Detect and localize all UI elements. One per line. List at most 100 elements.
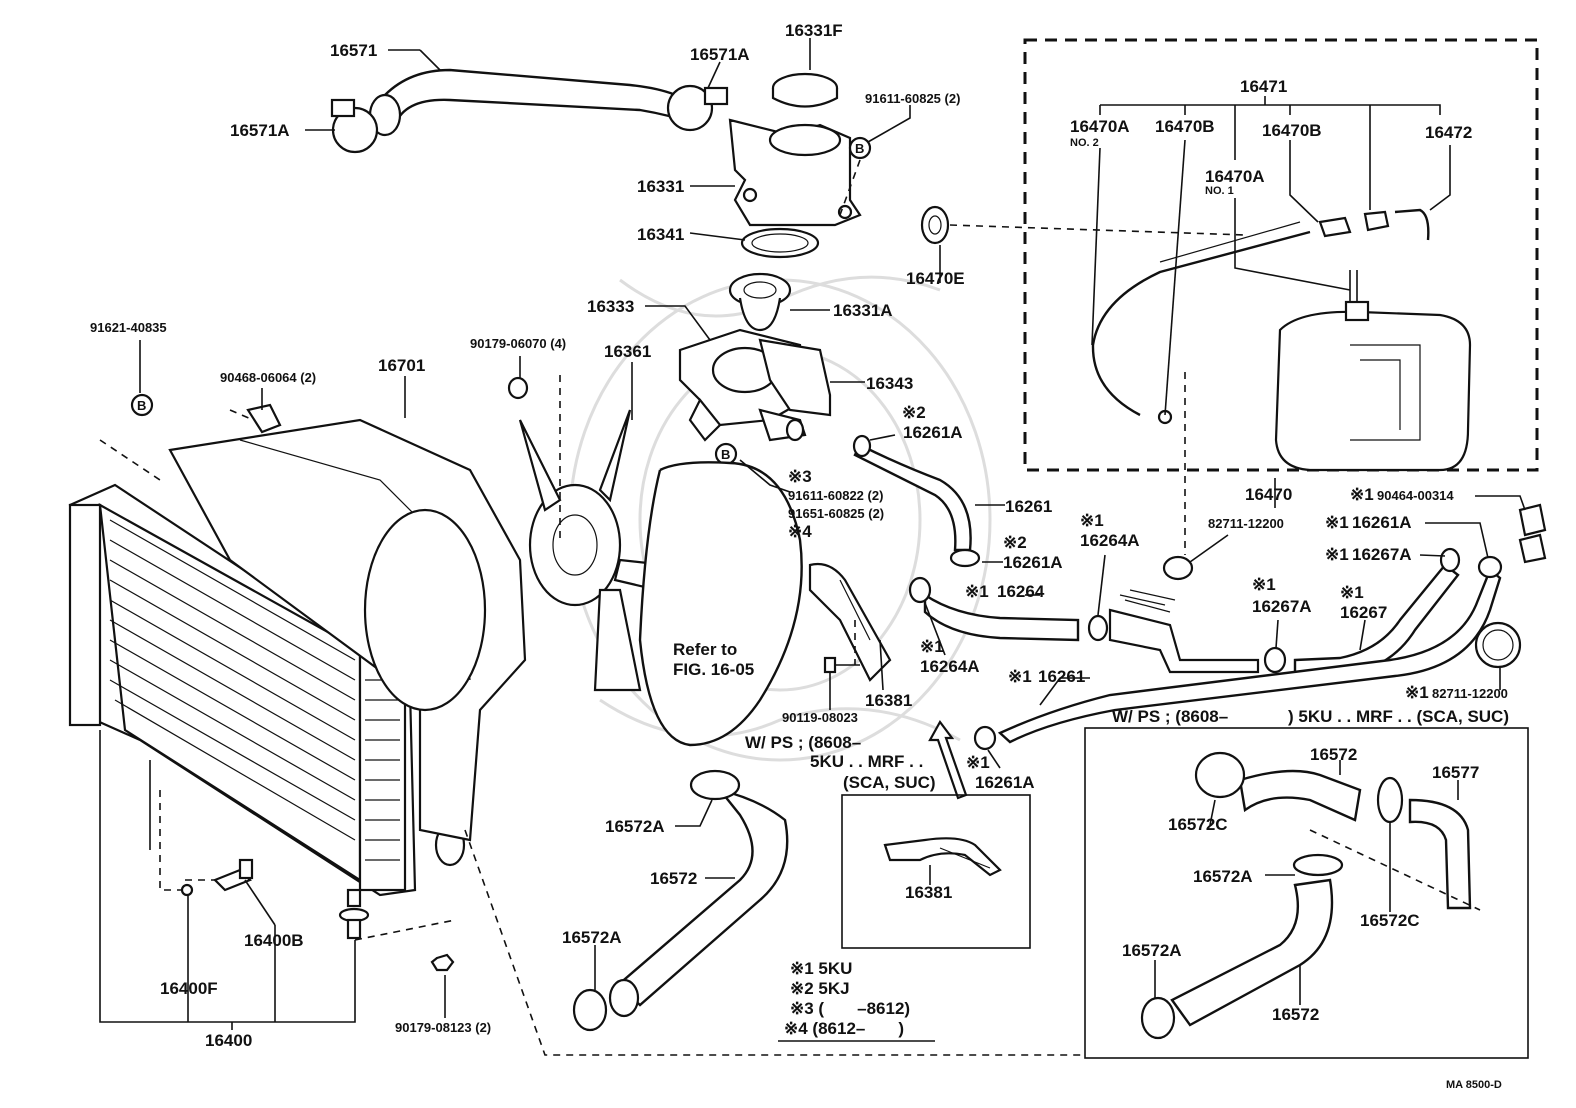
label-16470B-b: 16470B bbox=[1262, 121, 1322, 140]
label-16571A-left: 16571A bbox=[230, 121, 290, 140]
label-16261A-r: 16261A bbox=[1352, 513, 1412, 532]
label-16267A-m: 16267A bbox=[1252, 597, 1312, 616]
note-wps-mid-3: (SCA, SUC) bbox=[843, 773, 936, 792]
label-16470E: 16470E bbox=[906, 269, 965, 288]
water-outlet-16331 bbox=[728, 118, 862, 227]
label-16577: 16577 bbox=[1432, 763, 1479, 782]
label-16572-r1: 16572 bbox=[1310, 745, 1357, 764]
heater-pipe bbox=[1108, 589, 1260, 674]
label-82711-12200-b: 82711-12200 bbox=[1432, 686, 1508, 701]
label-16261-b: 16261 bbox=[1038, 667, 1085, 686]
note-wps-mid-1: W/ PS ; (8608– bbox=[745, 733, 861, 752]
label-16331F: 16331F bbox=[785, 21, 843, 40]
label-refer-to: Refer to bbox=[673, 640, 737, 659]
star-1-16267A-r: ※1 bbox=[1325, 545, 1349, 564]
inset-bracket-box bbox=[841, 794, 1031, 949]
label-16331: 16331 bbox=[637, 177, 684, 196]
drain-cock-16400F bbox=[180, 883, 194, 897]
label-16264: 16264 bbox=[997, 582, 1045, 601]
star-1-16264: ※1 bbox=[965, 582, 989, 601]
star-1-90464: ※1 bbox=[1350, 485, 1374, 504]
drain-plug-16400B bbox=[213, 858, 254, 892]
label-16361: 16361 bbox=[604, 342, 651, 361]
label-82711-12200-a: 82711-12200 bbox=[1208, 516, 1284, 531]
marker-b-left: B bbox=[130, 393, 154, 417]
hose-16261-lower bbox=[997, 568, 1502, 744]
gasket-16343 bbox=[758, 338, 832, 417]
bracket-16381-inset bbox=[883, 837, 1002, 877]
label-16572A-b: 16572A bbox=[562, 928, 622, 947]
label-no1: NO. 1 bbox=[1205, 185, 1234, 197]
label-16470B-a: 16470B bbox=[1155, 117, 1215, 136]
clamp-16261A-r bbox=[1477, 555, 1503, 579]
reservoir-overflow-hose bbox=[1091, 230, 1311, 417]
label-91621-40835: 91621-40835 bbox=[90, 320, 167, 335]
note-wps-right-2: ) 5KU . . MRF . . (SCA, SUC) bbox=[1288, 707, 1509, 726]
clamp-16261A-c bbox=[973, 725, 997, 751]
star-1-16261A-r: ※1 bbox=[1325, 513, 1349, 532]
callout-labels: 16571 16571A 16571A 16331F 91611-60825 (… bbox=[90, 21, 1509, 1091]
star-1-16267: ※1 bbox=[1340, 583, 1364, 602]
label-16343: 16343 bbox=[866, 374, 913, 393]
lower-radiator-hose bbox=[616, 787, 789, 1007]
bolt-90468-06064 bbox=[246, 403, 282, 434]
marker-b-mid-text: B bbox=[721, 447, 730, 462]
label-16400F: 16400F bbox=[160, 979, 218, 998]
label-16331A: 16331A bbox=[833, 301, 893, 320]
clamp-16571A-top bbox=[666, 84, 729, 132]
label-16341: 16341 bbox=[637, 225, 684, 244]
label-16261A-a: 16261A bbox=[903, 423, 963, 442]
star-1-16264A: ※1 bbox=[1080, 511, 1104, 530]
star-1-16261A-c: ※1 bbox=[966, 753, 990, 772]
label-16572A-a: 16572A bbox=[605, 817, 665, 836]
inset-hose-16572-upper bbox=[1194, 751, 1472, 910]
gasket-16341 bbox=[740, 227, 820, 259]
inset-hose-16572-lower bbox=[1140, 853, 1344, 1040]
label-16472: 16472 bbox=[1425, 123, 1472, 142]
legend-row4: ※4 (8612– ) bbox=[784, 1019, 904, 1038]
label-91611-60825: 91611-60825 (2) bbox=[865, 91, 960, 106]
drive-belt bbox=[638, 461, 803, 747]
star-4: ※4 bbox=[788, 522, 812, 541]
star-1-16267A-m: ※1 bbox=[1252, 575, 1276, 594]
note-wps-right-1: W/ PS ; (8608– bbox=[1112, 707, 1228, 726]
label-16264A-top: 16264A bbox=[1080, 531, 1140, 550]
nut-90179-06070 bbox=[507, 376, 529, 400]
label-90119-08023: 90119-08023 bbox=[782, 710, 858, 725]
clamp-16264A-top bbox=[1087, 614, 1109, 642]
star-3: ※3 bbox=[788, 467, 812, 486]
label-16571A-top: 16571A bbox=[690, 45, 750, 64]
label-16701: 16701 bbox=[378, 356, 425, 375]
label-90179-06070: 90179-06070 (4) bbox=[470, 336, 566, 351]
label-16572-a: 16572 bbox=[650, 869, 697, 888]
label-16261A-c: 16261A bbox=[975, 773, 1035, 792]
label-90464-00314: 90464-00314 bbox=[1377, 488, 1454, 503]
clamp-82711-12200-b bbox=[1474, 621, 1522, 669]
clamp-16571A-left bbox=[330, 98, 379, 154]
label-16267A-r: 16267A bbox=[1352, 545, 1412, 564]
marker-b-top-text: B bbox=[855, 141, 864, 156]
star-1-16261-b: ※1 bbox=[1008, 667, 1032, 686]
reservoir-tank bbox=[1274, 270, 1472, 472]
star-2-a: ※2 bbox=[902, 403, 926, 422]
clamp-16572A-a bbox=[689, 769, 741, 801]
legend-row2: ※2 5KJ bbox=[790, 979, 850, 998]
clip-90464-00314 bbox=[1518, 503, 1547, 564]
label-16470: 16470 bbox=[1245, 485, 1292, 504]
diagram-code: MA 8500-D bbox=[1446, 1079, 1502, 1091]
label-fig-16-05: FIG. 16-05 bbox=[673, 660, 754, 679]
clamp-16572A-b bbox=[572, 988, 608, 1032]
star-1-82711-b: ※1 bbox=[1405, 683, 1429, 702]
clamp-16261A-b bbox=[949, 548, 981, 568]
reservoir-hose-16472 bbox=[1394, 208, 1430, 241]
label-91651-60825: 91651-60825 (2) bbox=[788, 506, 884, 521]
label-16264A-b: 16264A bbox=[920, 657, 980, 676]
label-16470A-no1: 16470A bbox=[1205, 167, 1265, 186]
label-16267: 16267 bbox=[1340, 603, 1387, 622]
label-16400: 16400 bbox=[205, 1031, 252, 1050]
fan-shroud-16701 bbox=[168, 418, 527, 842]
direction-arrow bbox=[928, 719, 968, 800]
label-16261-a: 16261 bbox=[1005, 497, 1052, 516]
clamp-16267A-r bbox=[1439, 547, 1461, 573]
